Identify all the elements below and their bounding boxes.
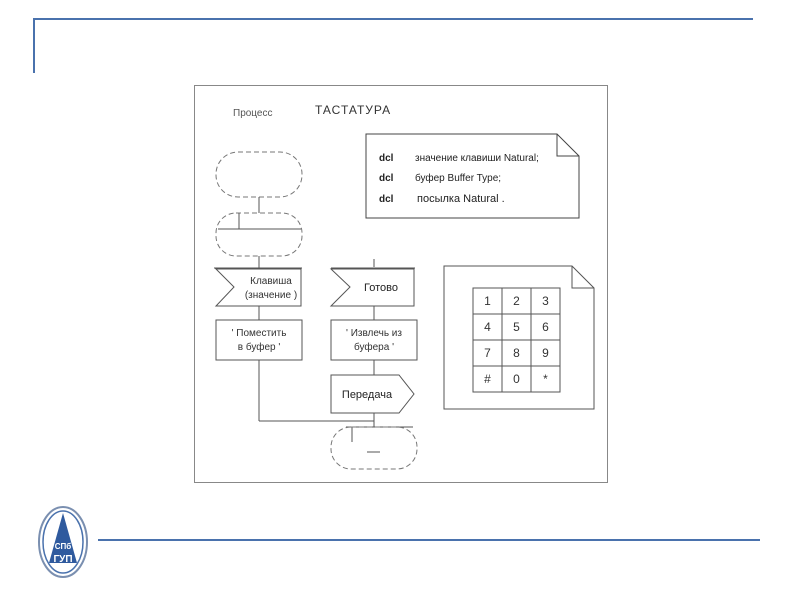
sdl-diagram: Процесс ТАСТАТУРА dcl значение клавиши N… — [214, 103, 595, 470]
logo-text-bottom: ГУП — [53, 554, 72, 565]
decl-keyword: dcl — [379, 153, 394, 164]
keypad-key-label: 7 — [484, 346, 491, 360]
keypad-key-label: 0 — [513, 372, 520, 386]
output-signal-symbol — [330, 374, 415, 414]
input-signal-label: Готово — [364, 282, 398, 294]
keypad-key-label: 8 — [513, 346, 520, 360]
decl-text: значение клавиши Natural; — [415, 153, 539, 164]
keypad-key-label: 5 — [513, 320, 520, 334]
task-label: буфера ' — [354, 341, 394, 353]
decl-keyword: dcl — [379, 194, 394, 205]
input-signal-label: (значение ) — [245, 290, 297, 301]
task-symbol — [215, 319, 303, 361]
keypad-key — [530, 365, 561, 393]
task-label: ' Поместить — [232, 328, 287, 339]
footer-rule — [98, 539, 760, 541]
keypad-key — [472, 339, 503, 367]
keypad-key — [530, 313, 561, 341]
decl-text: посылка Natural . — [417, 193, 505, 205]
keypad-key-label: 2 — [513, 294, 520, 308]
start-symbol — [215, 151, 303, 198]
title-rule-left — [33, 18, 35, 73]
keypad-grid: 1 2 3 4 5 6 7 8 9 #0 * — [472, 287, 561, 393]
keypad-key-label: 1 — [484, 294, 491, 308]
declarations-box — [365, 133, 580, 219]
keypad-key-label: # — [484, 372, 491, 386]
keypad-key-label: * — [543, 372, 548, 386]
next-state-symbol — [330, 426, 418, 470]
decl-text: буфер Buffer Type; — [415, 172, 501, 184]
logo-text-top: СПб — [55, 542, 72, 551]
process-label: Процесс — [233, 108, 273, 119]
decl-keyword: dcl — [379, 173, 394, 184]
keypad-key-label: 3 — [542, 294, 549, 308]
task-symbol — [330, 319, 418, 361]
process-name: ТАСТАТУРА — [315, 103, 391, 117]
keypad-key-label: 4 — [484, 320, 491, 334]
keypad-key — [530, 339, 561, 367]
input-signal-symbol — [329, 268, 415, 307]
output-signal-label: Передача — [342, 389, 393, 401]
keypad-key-label: 9 — [542, 346, 549, 360]
state-symbol — [215, 212, 303, 257]
keypad-key-label: 6 — [542, 320, 549, 334]
input-signal-label: Клавиша — [250, 276, 292, 287]
university-emblem-icon: СПб ГУП — [38, 506, 88, 578]
task-label: в буфер ' — [238, 341, 281, 353]
title-rule-top — [33, 18, 753, 20]
sdl-diagram-frame: Процесс ТАСТАТУРА dcl значение клавиши N… — [194, 85, 608, 483]
task-label: ' Извлечь из — [346, 328, 402, 339]
